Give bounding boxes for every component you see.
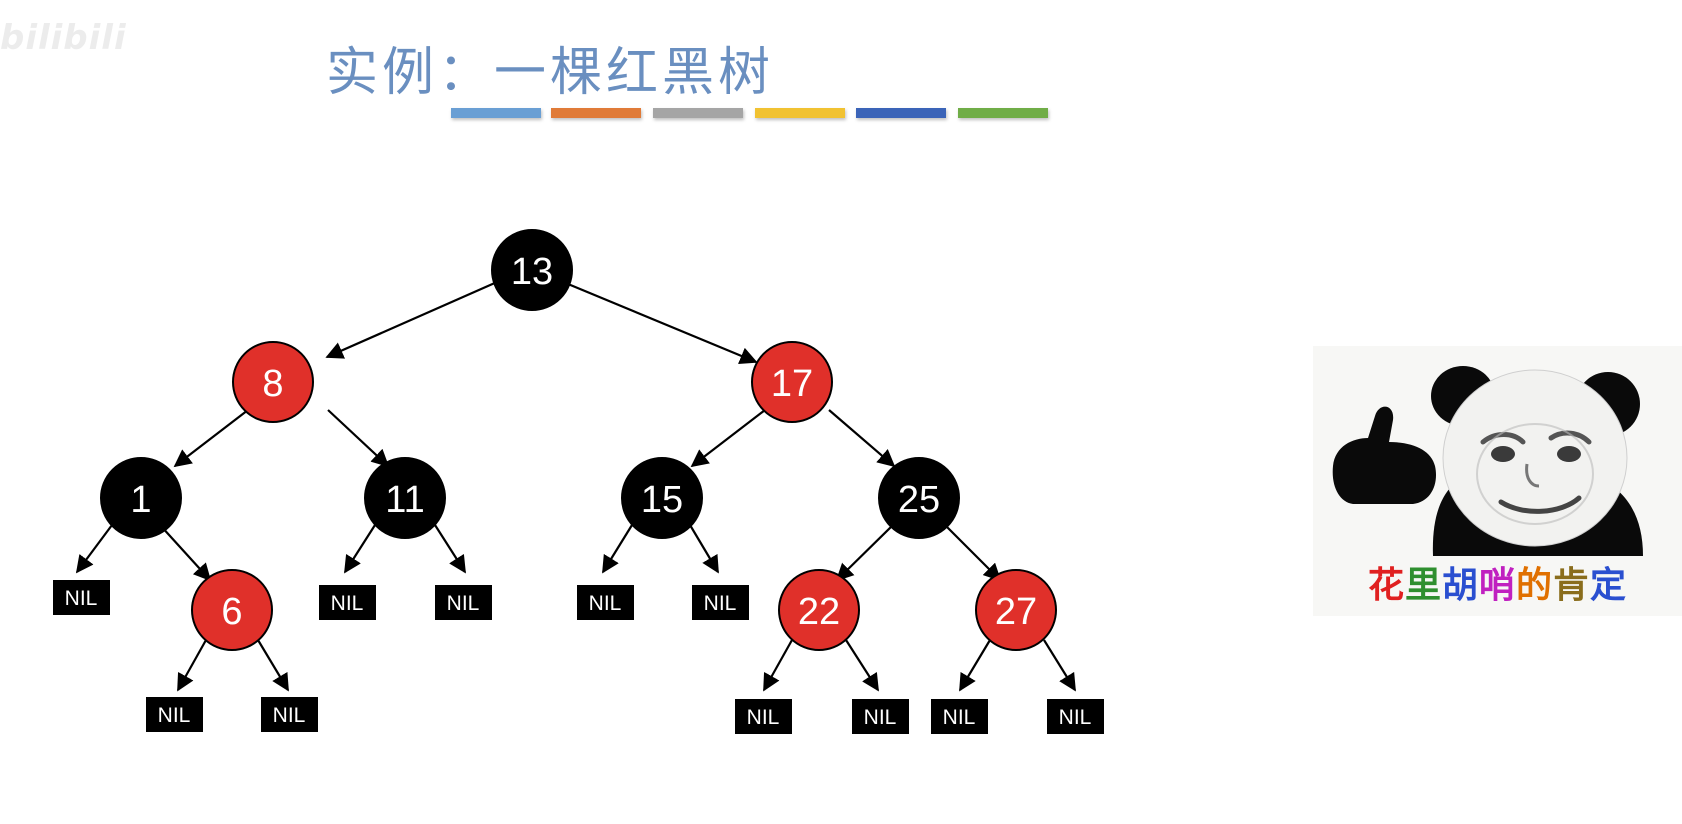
edge-1-6 (159, 524, 212, 582)
edge-1-nil (75, 524, 113, 574)
tree-node-27-circle (975, 569, 1057, 651)
edge-13-8 (325, 280, 498, 359)
tree-node-17: 17 (751, 341, 833, 423)
edge-25-22 (835, 524, 894, 582)
panda-thumbs-up-icon (1332, 366, 1643, 556)
tree-node-8-label: 8 (262, 363, 283, 405)
nil-leaf: NIL (852, 699, 909, 734)
tree-node-8: 8 (232, 341, 314, 423)
edge-6-nilL (177, 639, 207, 692)
edge-22-nilR (845, 639, 879, 692)
nil-leaf: NIL (435, 585, 492, 620)
tree-node-25: 25 (878, 457, 960, 539)
tree-node-13-circle (491, 229, 573, 311)
edge-27-nilL (959, 639, 991, 692)
tree-node-11: 11 (364, 457, 446, 539)
meme-sticker: 花里胡哨的肯定 (1313, 346, 1682, 616)
tree-node-22-circle (778, 569, 860, 651)
nil-label: NIL (864, 706, 897, 729)
tree-node-15-circle (621, 457, 703, 539)
edge-11-nilL (344, 524, 376, 574)
nil-leaf: NIL (319, 585, 376, 620)
tree-node-22-label: 22 (798, 591, 840, 633)
tree-node-13: 13 (491, 229, 573, 311)
edge-8-1 (173, 409, 249, 468)
tree-node-1-circle (100, 457, 182, 539)
color-bar-segment-1 (551, 108, 641, 118)
nil-label: NIL (65, 587, 98, 610)
nil-leaves: NIL NIL NIL NIL NIL NIL NIL NIL NIL NIL … (53, 580, 1104, 734)
red-black-tree-diagram: 13 8 17 1 11 15 25 6 22 27 NIL NIL NIL (53, 229, 1104, 734)
edge-22-nilL (763, 639, 793, 692)
tree-node-6-circle (191, 569, 273, 651)
nil-leaf: NIL (1047, 699, 1104, 734)
nil-label: NIL (273, 704, 306, 727)
nil-label: NIL (158, 704, 191, 727)
tree-node-25-circle (878, 457, 960, 539)
tree-node-17-circle (751, 341, 833, 423)
edge-15-nilR (689, 524, 719, 574)
edge-11-nilR (434, 524, 466, 574)
edge-15-nilL (602, 524, 633, 574)
nil-label: NIL (747, 706, 780, 729)
nil-label: NIL (943, 706, 976, 729)
color-bar-segment-5 (958, 108, 1048, 118)
tree-node-13-label: 13 (511, 251, 553, 293)
tree-node-1-label: 1 (130, 479, 151, 521)
nil-leaf: NIL (53, 580, 110, 615)
tree-node-15-label: 15 (641, 479, 683, 521)
edge-8-11 (327, 409, 390, 468)
meme-caption-char: 的 (1516, 565, 1554, 606)
tree-node-27: 27 (975, 569, 1057, 651)
tree-node-17-label: 17 (771, 363, 813, 405)
tree-node-6-label: 6 (221, 591, 242, 633)
color-bar-segment-4 (856, 108, 946, 118)
edge-17-15 (690, 409, 766, 468)
color-bar-segment-3 (755, 108, 845, 118)
nil-leaf: NIL (692, 585, 749, 620)
tree-node-27-label: 27 (995, 591, 1037, 633)
nil-label: NIL (704, 592, 737, 615)
nil-leaf: NIL (577, 585, 634, 620)
tree-node-1: 1 (100, 457, 182, 539)
meme-caption-char: 花 (1367, 565, 1405, 606)
nil-leaf: NIL (931, 699, 988, 734)
meme-caption-char: 哨 (1478, 565, 1516, 606)
meme-caption: 花里胡哨的肯定 (1313, 556, 1682, 608)
nil-leaf: NIL (146, 697, 203, 732)
meme-caption-char: 里 (1404, 565, 1442, 606)
tree-node-8-circle (232, 341, 314, 423)
edge-6-nilR (257, 639, 289, 692)
tree-edges (75, 280, 1076, 692)
tree-node-11-label: 11 (385, 479, 424, 521)
nil-label: NIL (589, 592, 622, 615)
meme-caption-char: 定 (1590, 565, 1628, 606)
nil-label: NIL (1059, 706, 1092, 729)
bilibili-watermark: bilibili (0, 18, 127, 58)
color-bar-segment-2 (653, 108, 743, 118)
tree-node-25-label: 25 (898, 479, 940, 521)
nil-leaf: NIL (735, 699, 792, 734)
tree-node-15: 15 (621, 457, 703, 539)
edge-25-27 (944, 524, 1002, 582)
nil-label: NIL (331, 592, 364, 615)
edge-27-nilR (1043, 639, 1076, 692)
tree-node-11-circle (364, 457, 446, 539)
color-bar-segment-0 (451, 108, 541, 118)
tree-node-6: 6 (191, 569, 273, 651)
slide-title: 实例：一棵红黑树 (325, 43, 774, 103)
edge-13-17 (567, 282, 758, 365)
meme-caption-char: 胡 (1441, 565, 1479, 606)
nil-leaf: NIL (261, 697, 318, 732)
nil-label: NIL (447, 592, 480, 615)
tree-node-22: 22 (778, 569, 860, 651)
meme-caption-char: 肯 (1553, 565, 1591, 606)
edge-17-25 (828, 409, 896, 468)
